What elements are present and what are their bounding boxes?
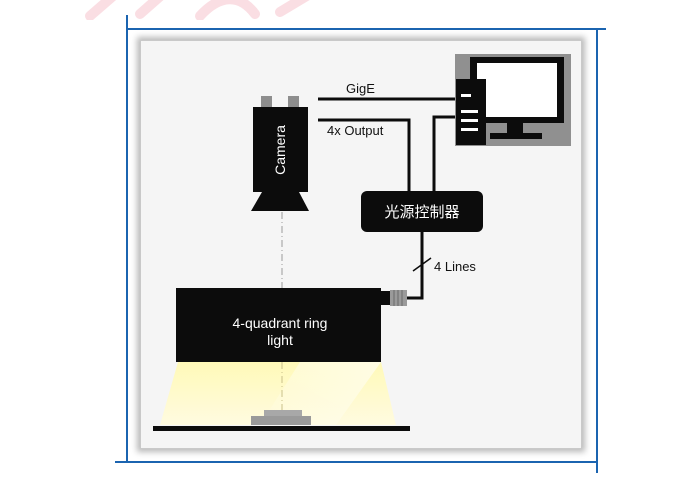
camera-label: Camera [272, 125, 288, 175]
ring-light-label-line1: 4-quadrant ring [233, 315, 328, 331]
watermark [85, 0, 310, 20]
stage-base [153, 426, 410, 431]
lines-label: 4 Lines [434, 259, 476, 274]
ring-light [176, 288, 381, 362]
frame-right-line [596, 28, 598, 473]
controller-label: 光源控制器 [384, 203, 459, 221]
ring-light-label-line2: light [267, 332, 293, 348]
ring-light-connector [381, 290, 407, 306]
computer [455, 54, 571, 146]
frame-top-line [127, 28, 606, 30]
frame-left-line [126, 15, 128, 463]
light-shine [260, 362, 381, 425]
gige-label: GigE [346, 81, 375, 96]
pc-controller-cable [432, 115, 460, 192]
four-lines-slash [412, 257, 432, 272]
frame-bottom-line [115, 461, 598, 463]
light-controller [361, 191, 483, 232]
output-label: 4x Output [327, 123, 384, 138]
output-cable [318, 118, 411, 192]
four-lines-cable [406, 232, 424, 300]
sample-object [264, 410, 302, 416]
camera [251, 96, 309, 211]
sample-base [251, 416, 311, 425]
